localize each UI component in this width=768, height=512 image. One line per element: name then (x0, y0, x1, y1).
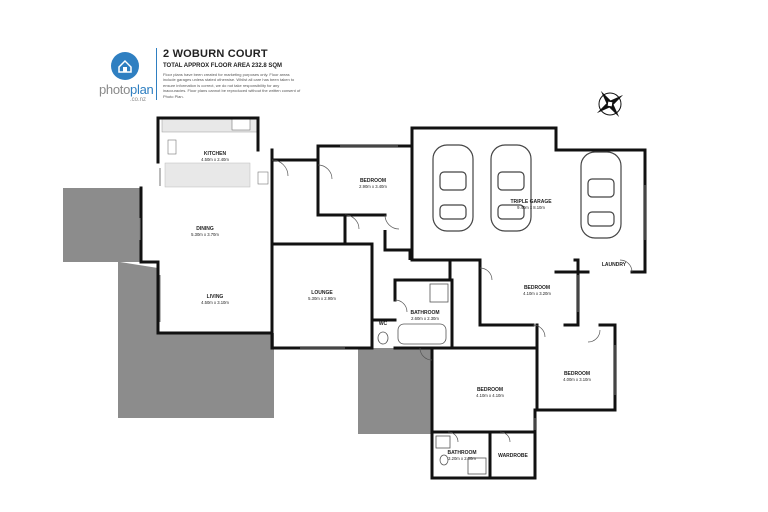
room-wardrobe-name: WARDROBE (498, 453, 528, 459)
room-dining-name: DINING (196, 226, 214, 232)
car-icon-3 (580, 151, 622, 239)
toilet-2 (439, 454, 449, 466)
room-bedroom-1-name: BEDROOM (359, 178, 387, 184)
logo-domain: .co.nz (130, 97, 147, 103)
room-kitchen-name: KITCHEN (203, 151, 227, 157)
toilet-wc (377, 331, 389, 345)
room-bedroom-2-name: BEDROOM (523, 285, 551, 291)
disclaimer-text: Floor plans have been created for market… (163, 72, 301, 99)
kitchen-hob (231, 118, 251, 131)
shower-2 (467, 457, 487, 475)
shower (429, 283, 449, 303)
logo-word-b: plan (130, 82, 154, 97)
room-bathroom-1-name: BATHROOM (410, 310, 440, 316)
room-kitchen-dim: 4.50m x 2.40m (201, 157, 229, 162)
compass-icon (596, 90, 624, 118)
room-bedroom-4-name: BEDROOM (476, 387, 504, 393)
property-title: 2 WOBURN COURT (163, 48, 268, 60)
room-bathroom-2-name: BATHROOM (447, 450, 477, 456)
room-bathroom-2-dim: 3.20m x 2.00m (448, 456, 476, 461)
kitchen-sink (167, 139, 177, 155)
room-wc: WC (376, 321, 390, 327)
room-laundry-name: LAUNDRY (601, 262, 627, 268)
room-bedroom-1-dim: 2.90m x 3.40m (359, 184, 387, 189)
room-bedroom-3-dim: 4.00m x 3.10m (563, 377, 591, 382)
kitchen-island (164, 162, 251, 188)
walls (139, 116, 647, 480)
room-garage-dim: 9.40m x 8.10m (517, 205, 545, 210)
room-wc-name: WC (378, 321, 388, 327)
room-bedroom-2-dim: 4.10m x 3.20m (523, 291, 551, 296)
room-lounge-dim: 5.30m x 2.90m (308, 296, 336, 301)
room-bathroom-1-dim: 2.60m x 2.30m (411, 316, 439, 321)
deck-west-upper (63, 188, 140, 262)
room-garage-name: TRIPLE GARAGE (510, 199, 552, 205)
car-icon-1 (432, 144, 474, 232)
bath-fixtures (377, 283, 487, 475)
room-laundry: LAUNDRY (594, 262, 634, 268)
room-bedroom-4-dim: 4.10m x 4.10m (476, 393, 504, 398)
kitchen-oven (257, 171, 269, 185)
header-divider (156, 48, 157, 100)
bathtub (397, 323, 447, 345)
room-wardrobe: WARDROBE (492, 453, 534, 459)
room-lounge-name: LOUNGE (311, 290, 333, 296)
room-dining-dim: 5.30m x 3.70m (191, 232, 219, 237)
room-bedroom-3-name: BEDROOM (563, 371, 591, 377)
car-icon-2 (490, 144, 532, 232)
walls-extra (343, 215, 452, 280)
vanity-2 (435, 435, 451, 449)
room-living-dim: 4.50m x 3.10m (201, 300, 229, 305)
windows (139, 145, 646, 430)
deck-south (358, 348, 432, 434)
header: photoplan .co.nz 2 WOBURN COURT TOTAL AP… (0, 0, 768, 110)
floor-area: TOTAL APPROX FLOOR AREA 232.8 SQM (163, 63, 283, 69)
room-living-name: LIVING (206, 294, 224, 300)
logo-wordmark: photoplan (99, 82, 154, 97)
logo-word-a: photo (99, 82, 131, 97)
garage-cars (432, 144, 622, 239)
photoplan-logo-icon (111, 52, 139, 80)
door-swings (271, 159, 633, 443)
